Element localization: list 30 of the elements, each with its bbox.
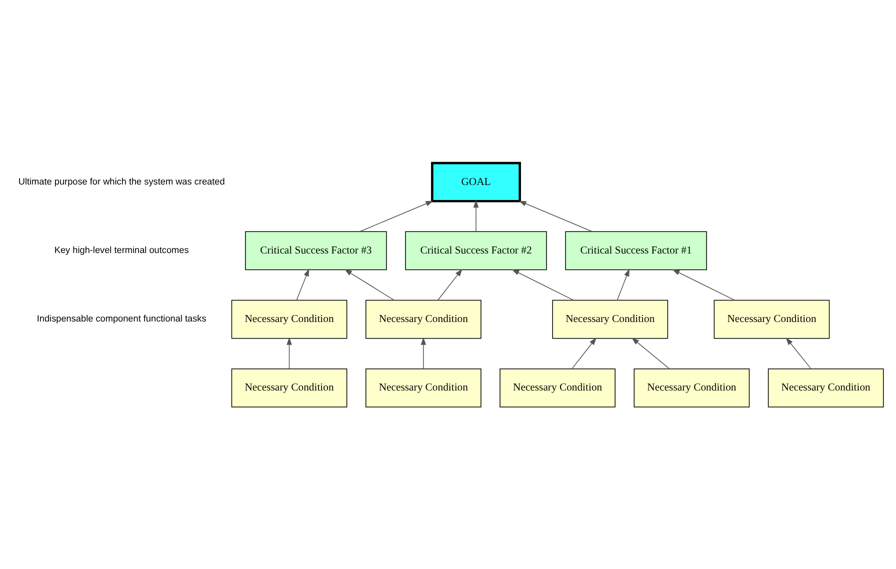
arrow	[632, 337, 670, 369]
node-box: Necessary Condition	[552, 299, 668, 338]
arrow	[572, 336, 597, 369]
node-box: Critical Success Factor #1	[565, 230, 707, 270]
arrow	[786, 336, 812, 369]
arrow	[344, 268, 394, 300]
arrow	[296, 268, 310, 300]
node-box: Necessary Condition	[231, 368, 348, 407]
arrow	[512, 268, 574, 300]
node-box: Necessary Condition	[366, 299, 482, 338]
node-box: Critical Success Factor #3	[245, 230, 387, 270]
label: Ultimate purpose for which the system was created	[18, 176, 225, 186]
arrow	[616, 268, 630, 300]
arrow	[672, 268, 736, 300]
node-box: Necessary Condition	[231, 299, 348, 338]
node-box: Necessary Condition	[714, 299, 830, 338]
node-box: Necessary Condition	[768, 368, 884, 407]
arrow	[359, 200, 434, 232]
arrow	[286, 336, 292, 369]
arrow	[437, 268, 462, 300]
arrow	[518, 200, 593, 232]
node-box: Critical Success Factor #2	[405, 230, 547, 270]
arrow	[420, 336, 426, 369]
label: Key high-level terminal outcomes	[54, 244, 189, 255]
label: Indispensable component functional tasks	[36, 313, 206, 324]
node-box: Necessary Condition	[500, 368, 616, 407]
node-box: Necessary Condition	[366, 368, 482, 407]
node-box: Necessary Condition	[634, 368, 750, 407]
node-box: GOAL	[431, 161, 521, 202]
arrow	[473, 200, 479, 232]
